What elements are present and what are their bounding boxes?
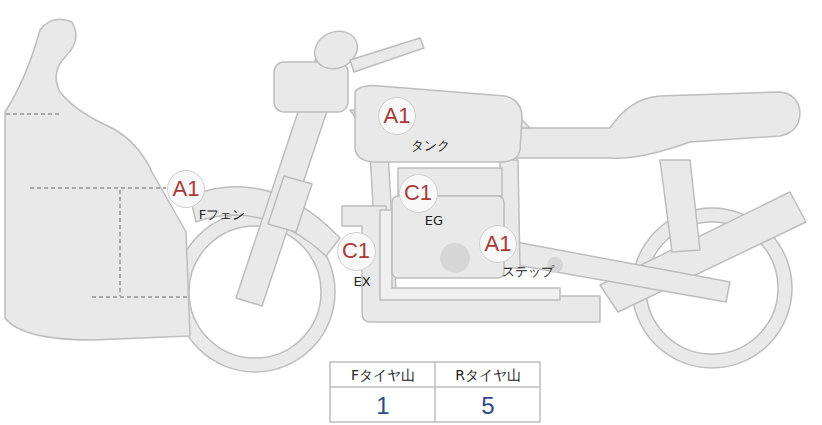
table-value: 1 bbox=[376, 394, 389, 418]
part-name: EG bbox=[425, 214, 443, 227]
engine-cover bbox=[440, 243, 470, 273]
part-name: Fフェン bbox=[199, 208, 245, 221]
tire-table bbox=[330, 362, 540, 422]
front-fork bbox=[236, 40, 348, 306]
part-name: タンク bbox=[411, 139, 450, 152]
table-header: Rタイヤ山 bbox=[455, 368, 521, 382]
motorcycle-part bbox=[434, 362, 436, 422]
motorcycle-part bbox=[119, 190, 121, 296]
motorcycle-part bbox=[330, 362, 540, 422]
motorcycle-part bbox=[6, 113, 62, 115]
front-cowl bbox=[5, 19, 190, 340]
callout-circle: C1 bbox=[337, 232, 376, 271]
rear-shock bbox=[660, 160, 700, 252]
cowl-panel-lines bbox=[6, 114, 190, 297]
fork-slider bbox=[268, 176, 312, 232]
table-value: 5 bbox=[481, 394, 494, 418]
callout-circle: C1 bbox=[399, 174, 438, 213]
damage-code: C1 bbox=[404, 182, 432, 204]
part-name: ステップ bbox=[502, 265, 554, 278]
damage-code: C1 bbox=[342, 240, 370, 262]
callout-circle: A1 bbox=[378, 97, 416, 135]
table-header: Fタイヤ山 bbox=[351, 368, 415, 382]
damage-code: A1 bbox=[173, 178, 200, 200]
handlebar bbox=[350, 38, 424, 72]
cockpit bbox=[274, 62, 348, 112]
callout-circle: A1 bbox=[479, 225, 517, 263]
callout-circle: A1 bbox=[167, 170, 205, 208]
part-name: EX bbox=[353, 275, 370, 288]
motorcycle-part bbox=[5, 19, 806, 372]
damage-code: A1 bbox=[384, 105, 411, 127]
seat bbox=[515, 92, 800, 158]
motorcycle-part bbox=[92, 296, 190, 298]
fuel-tank bbox=[355, 86, 522, 162]
motorcycle-part bbox=[30, 187, 166, 189]
damage-code: A1 bbox=[485, 233, 512, 255]
